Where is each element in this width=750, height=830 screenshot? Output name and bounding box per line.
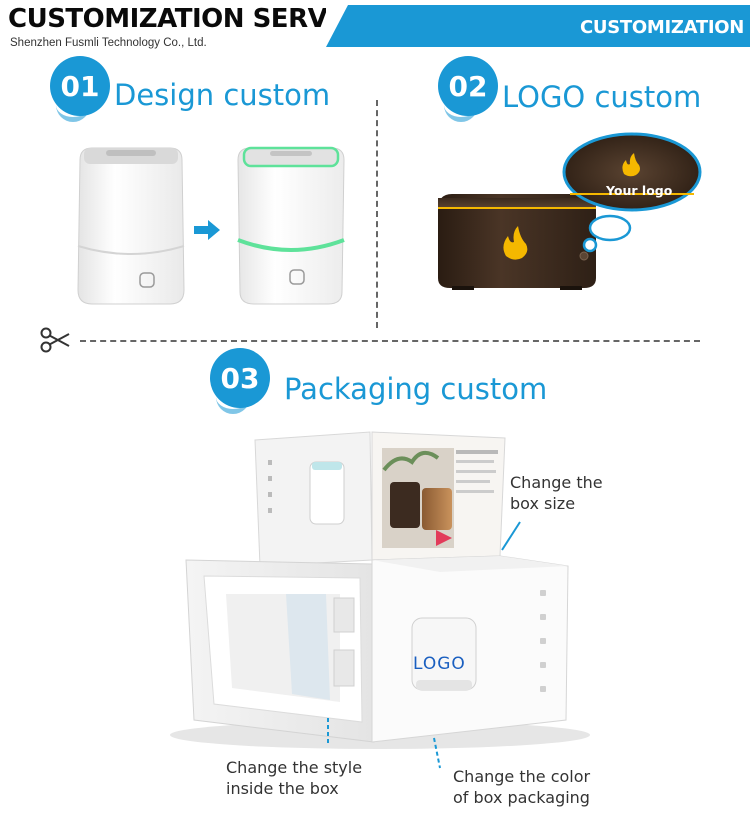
step-title-01: Design custom <box>114 78 331 112</box>
humidifier-custom-image <box>237 146 345 305</box>
step-badge-01: 01 <box>50 56 110 122</box>
header-tab-label: CUSTOMIZATION <box>579 17 744 38</box>
callout-packaging-color: Change the color of box packaging <box>453 766 590 808</box>
box-logo-text: LOGO <box>413 654 466 674</box>
callout-inside-style: Change the style inside the box <box>226 757 362 799</box>
callout-packaging-color-line2: of box packaging <box>453 788 590 807</box>
section-divider-vertical <box>376 100 378 328</box>
callout-box-size-line2: box size <box>510 494 576 513</box>
wood-diffuser-image <box>438 132 702 290</box>
section-divider-horizontal <box>80 340 700 342</box>
step-title-02: LOGO custom <box>502 80 702 114</box>
step-title-03: Packaging custom <box>284 372 548 406</box>
your-logo-label: Your logo <box>606 183 673 198</box>
callout-box-size-line1: Change the <box>510 473 603 492</box>
callout-box-size: Change the box size <box>510 472 603 514</box>
step-badge-02: 02 <box>438 56 498 122</box>
callout-inside-style-line1: Change the style <box>226 758 363 777</box>
step-badge-03: 03 <box>210 348 270 414</box>
page-title: CUSTOMIZATION SERVICE <box>8 4 373 34</box>
callout-packaging-color-line1: Change the color <box>453 767 591 786</box>
scissors-icon <box>40 327 70 353</box>
header-banner-cut <box>326 5 348 47</box>
callout-inside-style-line2: inside the box <box>226 779 339 798</box>
arrow-right-icon <box>194 220 220 240</box>
company-name: Shenzhen Fusmli Technology Co., Ltd. <box>10 37 207 49</box>
humidifier-original-image <box>77 147 185 305</box>
header-banner: CUSTOMIZATION <box>326 5 750 47</box>
